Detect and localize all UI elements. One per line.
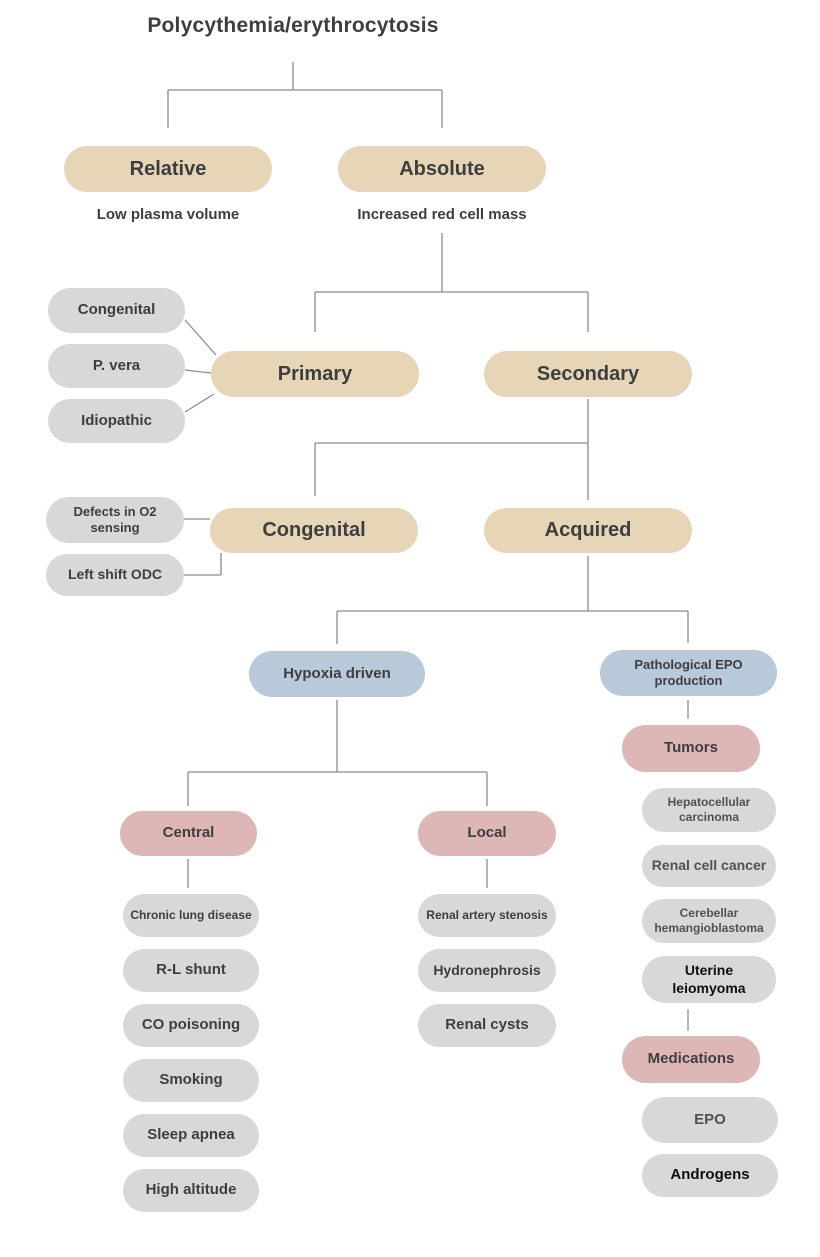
node-relative: Relative	[64, 146, 272, 192]
node-congenital-primary: Congenital	[48, 288, 185, 333]
node-tumors: Tumors	[622, 725, 760, 772]
node-high-altitude: High altitude	[123, 1169, 259, 1212]
node-pathological-epo-production: Pathological EPO production	[600, 650, 777, 696]
node-congenital: Congenital	[210, 508, 418, 553]
node-co-poisoning: CO poisoning	[123, 1004, 259, 1047]
node-local: Local	[418, 811, 556, 856]
node-renal-cell-cancer: Renal cell cancer	[642, 845, 776, 887]
connector-line	[184, 369, 212, 374]
node-p-vera: P. vera	[48, 344, 185, 388]
node-renal-cysts: Renal cysts	[418, 1004, 556, 1047]
node-uterine-leiomyoma: Uterine leiomyoma	[642, 956, 776, 1003]
node-secondary: Secondary	[484, 351, 692, 397]
node-hepatocellular-carcinoma: Hepatocellular carcinoma	[642, 788, 776, 832]
node-defects-in-o2-sensing: Defects in O2 sensing	[46, 497, 184, 543]
node-smoking: Smoking	[123, 1059, 259, 1102]
node-acquired: Acquired	[484, 508, 692, 553]
label-low-plasma-volume: Low plasma volume	[96, 206, 240, 223]
node-hypoxia-driven: Hypoxia driven	[249, 651, 425, 697]
node-epo: EPO	[642, 1097, 778, 1143]
node-chronic-lung-disease: Chronic lung disease	[123, 894, 259, 937]
node-central: Central	[120, 811, 257, 856]
diagram-title: Polycythemia/erythrocytosis	[147, 14, 439, 37]
connector-line	[184, 319, 217, 356]
connector-line	[184, 393, 215, 413]
node-sleep-apnea: Sleep apnea	[123, 1114, 259, 1157]
label-increased-red-cell-mass: Increased red cell mass	[357, 206, 527, 223]
node-rl-shunt: R-L shunt	[123, 949, 259, 992]
node-primary: Primary	[211, 351, 419, 397]
node-medications: Medications	[622, 1036, 760, 1083]
node-hydronephrosis: Hydronephrosis	[418, 949, 556, 992]
node-idiopathic: Idiopathic	[48, 399, 185, 443]
node-renal-artery-stenosis: Renal artery stenosis	[418, 894, 556, 937]
node-absolute: Absolute	[338, 146, 546, 192]
node-androgens: Androgens	[642, 1154, 778, 1197]
node-left-shift-odc: Left shift ODC	[46, 554, 184, 596]
node-cerebellar-hemangioblastoma: Cerebellar hemangioblastoma	[642, 899, 776, 943]
